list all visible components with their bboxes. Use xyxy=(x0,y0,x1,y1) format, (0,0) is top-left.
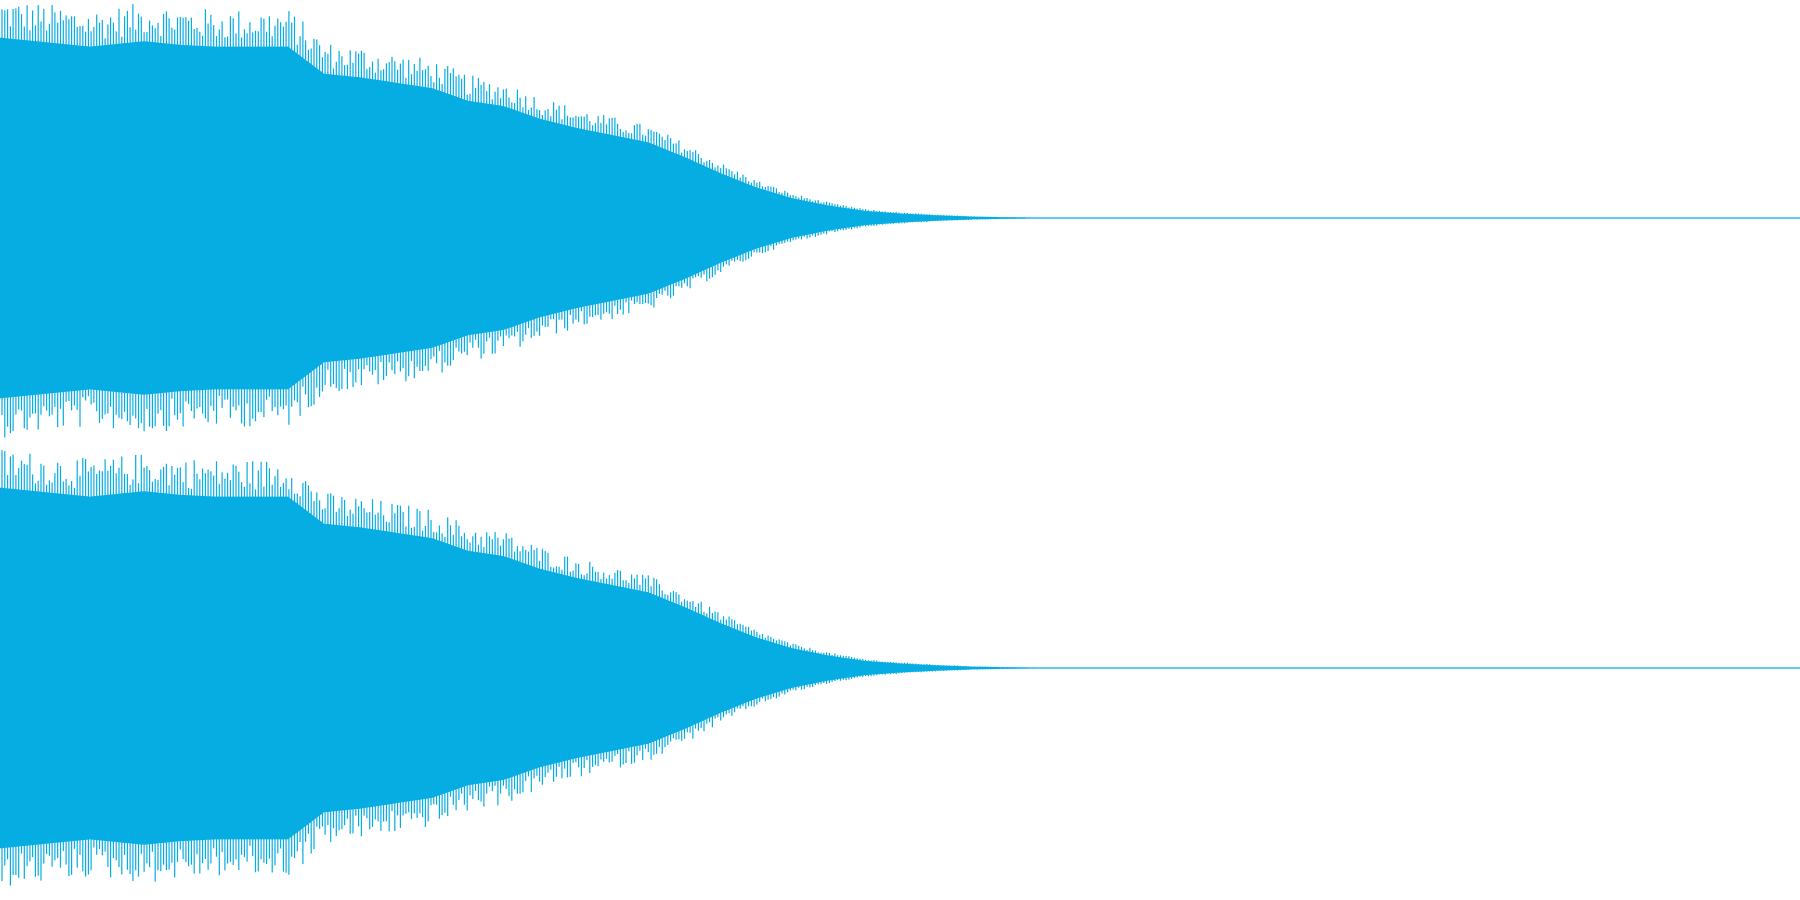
channel-1-waveform xyxy=(0,4,1800,438)
channel-2-waveform xyxy=(0,450,1800,886)
